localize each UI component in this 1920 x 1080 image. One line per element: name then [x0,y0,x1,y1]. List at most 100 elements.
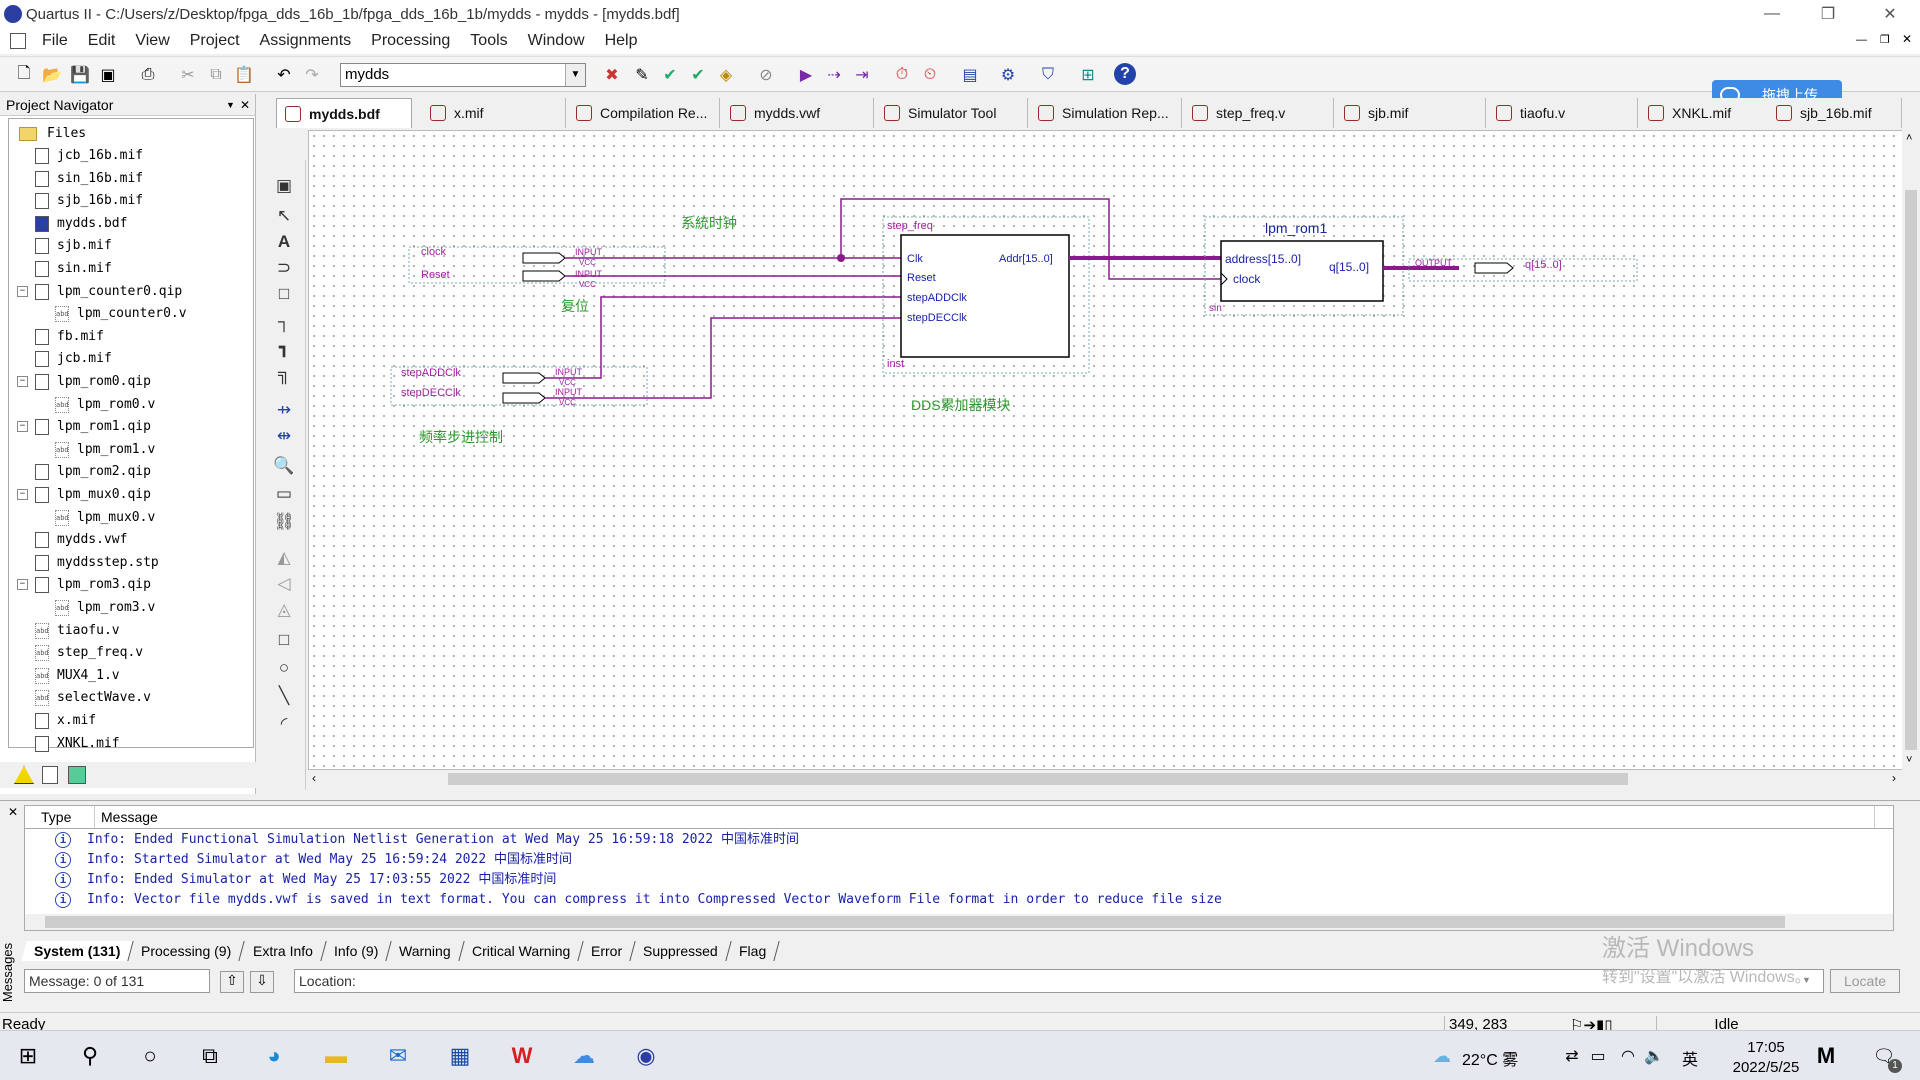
zoom-tool-icon[interactable]: 🔍 [273,456,295,475]
wps-icon[interactable]: W [511,1043,533,1068]
hierarchy-tab-icon[interactable] [14,766,34,784]
file-explorer-icon[interactable]: ▬ [325,1043,347,1068]
open-folder-icon[interactable]: 📂 [42,67,62,84]
tree-item[interactable]: fb.mif [35,326,104,348]
network-tray-icon[interactable]: ⇄ [1565,1048,1579,1065]
next-message-icon[interactable]: ⇩ [250,971,274,993]
location-dropdown-icon[interactable]: ▼ [1802,975,1811,985]
save-icon[interactable]: 💾 [70,67,90,84]
horizontal-scroll-thumb[interactable] [448,773,1628,785]
tab-simulator-tool[interactable]: Simulator Tool [876,98,1028,128]
new-file-icon[interactable]: 🗋 [17,64,31,82]
scroll-down-icon[interactable]: ˅ [1906,754,1913,766]
tree-item[interactable]: −lpm_rom3.qip [17,574,151,596]
menu-processing[interactable]: Processing [371,32,451,49]
mdi-minimize-icon[interactable]: — [1856,34,1867,46]
copy-icon[interactable]: ⧉ [210,66,222,83]
tab-processing[interactable]: Processing (9) [128,941,246,961]
dropdown-icon[interactable]: ▼ [226,100,235,110]
tree-item[interactable]: −lpm_mux0.qip [17,484,151,506]
undo-icon[interactable]: ↶ [277,67,291,84]
tree-item[interactable]: mydds.vwf [35,529,127,551]
vertical-scroll-thumb[interactable] [1905,190,1917,750]
location-field[interactable]: Location: [294,969,1824,993]
scroll-right-icon[interactable]: › [1892,771,1896,785]
tree-item[interactable]: −lpm_rom1.qip [17,416,151,438]
rectangle-tool-icon[interactable]: □ [278,630,290,649]
tree-item[interactable]: sin_16b.mif [35,168,143,190]
menu-project[interactable]: Project [189,32,240,49]
help-icon[interactable]: ? [1114,63,1136,85]
windows-start-icon[interactable]: ⊞ [18,1043,38,1068]
settings-icon[interactable]: ✖ [605,67,619,84]
menu-window[interactable]: Window [527,32,585,49]
text-tool-icon[interactable]: A [277,232,291,251]
tab-mydds-vwf[interactable]: mydds.vwf [722,98,874,128]
line-tool-icon[interactable]: ╲ [278,686,290,705]
restore-button[interactable]: ❐ [1820,6,1836,23]
tree-item[interactable]: mydds.bdf [35,213,127,235]
tab-extra-info[interactable]: Extra Info [239,941,327,961]
stepadd-pin-symbol[interactable] [502,372,546,384]
tree-item[interactable]: sjb_16b.mif [35,190,143,212]
tab-step-freq-v[interactable]: step_freq.v [1184,98,1334,128]
tree-item[interactable]: lpm_rom2.qip [35,461,151,483]
menu-tools[interactable]: Tools [470,32,508,49]
scroll-left-icon[interactable]: ‹ [312,771,316,785]
flip-horizontal-icon[interactable]: ◭ [277,548,291,567]
tab-sjb-mif[interactable]: sjb.mif [1336,98,1486,128]
start-analysis-icon[interactable]: ⇢ [827,67,841,84]
edge-icon[interactable]: ◕ [267,1043,281,1068]
tree-item[interactable]: sin.mif [35,258,112,280]
expand-toggle-icon[interactable]: − [17,285,28,297]
task-view-icon[interactable]: ⧉ [202,1043,218,1068]
partial-line-select-icon[interactable]: ⇹ [276,426,292,445]
tree-item[interactable]: XNKL.mif [35,733,120,755]
chip-planner-icon[interactable]: ⛉ [1041,66,1054,83]
print-icon[interactable]: ⎙ [141,66,155,83]
stepdec-pin-symbol[interactable] [502,392,546,404]
tab-info[interactable]: Info (9) [320,941,392,961]
tab-x-mif[interactable]: x.mif [422,98,566,128]
arc-tool-icon[interactable]: ◜ [280,714,288,733]
design-units-tab-icon[interactable] [68,766,86,784]
tree-item[interactable]: x.mif [35,710,96,732]
mail-icon[interactable]: ✉ [388,1043,408,1068]
rubberbanding-icon[interactable]: ⇸ [276,400,292,419]
expand-toggle-icon[interactable]: − [17,421,28,433]
lpm-rom-block[interactable] [1220,240,1384,302]
reset-pin-symbol[interactable] [522,270,566,282]
clock-pin-symbol[interactable] [522,252,566,264]
menu-assignments[interactable]: Assignments [259,32,352,49]
stepadd-wire[interactable] [545,296,901,379]
col-message[interactable]: Message [95,806,1875,828]
timing-icon[interactable]: ⇥ [855,67,869,84]
paste-icon[interactable]: 📋 [234,67,254,84]
stepdec-wire[interactable] [545,317,901,399]
files-tab-icon[interactable] [42,766,58,784]
rotate-icon[interactable]: ◬ [277,600,291,619]
ime-indicator[interactable]: 英 [1682,1052,1699,1069]
orthogonal-conduit-tool-icon[interactable]: ╗ [277,364,291,383]
entity-select[interactable]: mydds ▼ [340,63,586,87]
analysis-icon[interactable]: ✔ [663,67,677,84]
previous-message-icon[interactable]: ⇧ [220,971,244,993]
detach-window-icon[interactable]: ▣ [275,176,293,195]
full-screen-icon[interactable]: ▭ [275,484,293,503]
synthesis-icon[interactable]: ✔ [691,67,705,84]
fitter-icon[interactable]: ◈ [719,67,733,84]
menu-view[interactable]: View [135,32,170,49]
expand-toggle-icon[interactable]: − [17,376,28,387]
oval-tool-icon[interactable]: ○ [278,658,290,677]
start-compilation-icon[interactable]: ▶ [799,67,813,84]
battery-icon[interactable]: ▭ [1590,1048,1606,1065]
tree-item[interactable]: −lpm_rom0.qip [17,371,151,393]
